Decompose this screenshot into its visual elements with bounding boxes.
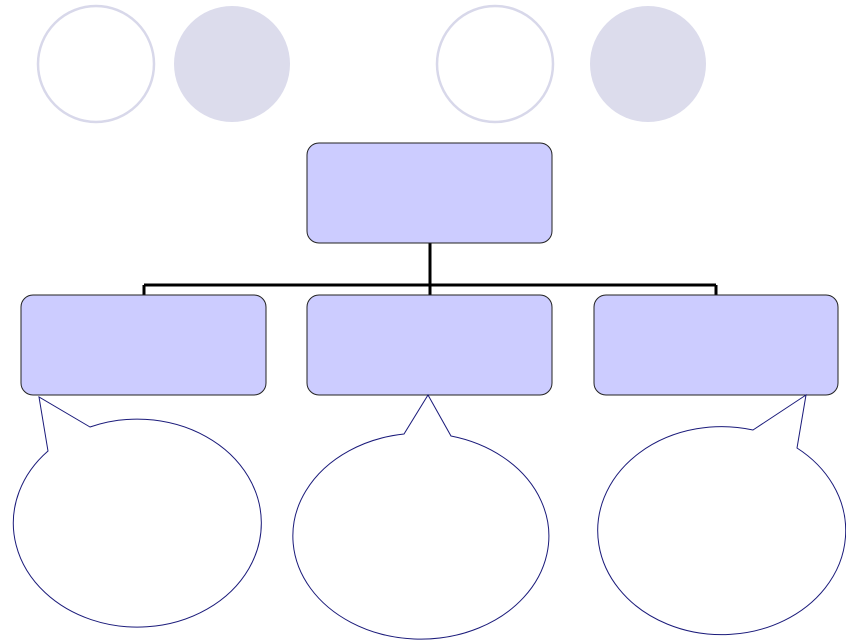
decor-circle-filled-1 <box>36 4 156 124</box>
child-box-center[interactable] <box>306 294 553 396</box>
root-node[interactable] <box>306 142 553 244</box>
speech-bubble-center[interactable] <box>292 394 550 640</box>
speech-bubble-right[interactable] <box>597 393 846 636</box>
decor-circle-outline-2 <box>590 6 706 122</box>
speech-bubble-left-shape[interactable] <box>12 396 262 628</box>
speech-bubble-left[interactable] <box>12 396 262 628</box>
child-node-right[interactable] <box>593 294 839 396</box>
decor-circles <box>36 4 706 124</box>
child-node-left[interactable] <box>20 294 267 396</box>
child-box-right[interactable] <box>593 294 839 396</box>
speech-bubble-center-shape[interactable] <box>292 394 550 640</box>
child-box-left[interactable] <box>20 294 267 396</box>
speech-bubble-right-shape[interactable] <box>597 393 846 636</box>
connector-lines <box>142 243 718 295</box>
root-box[interactable] <box>306 142 553 244</box>
child-node-center[interactable] <box>306 294 553 396</box>
decor-circle-outline-1 <box>174 6 290 122</box>
decor-circle-filled-2 <box>435 4 555 124</box>
